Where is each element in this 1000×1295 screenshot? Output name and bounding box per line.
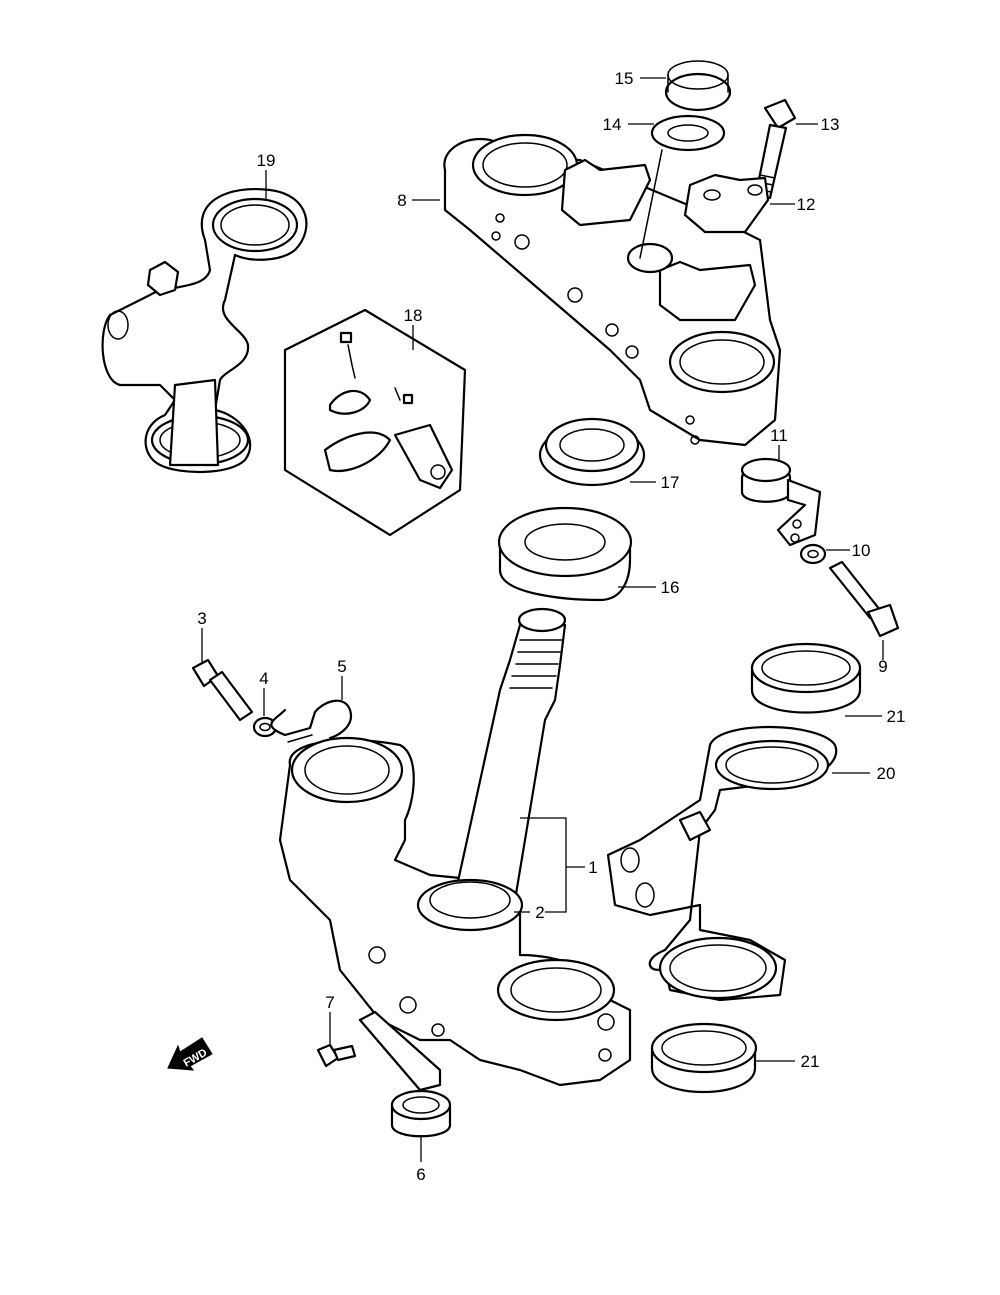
callout-15: 15	[615, 69, 634, 88]
callout-17: 17	[661, 473, 680, 492]
callout-13: 13	[821, 115, 840, 134]
part-11-guide	[740, 457, 822, 547]
part-7-bolt	[316, 1043, 357, 1068]
part-6-guide	[358, 1010, 452, 1138]
part-4-washer	[252, 716, 278, 738]
part-20-bracket	[606, 725, 838, 1002]
part-16-bearing	[497, 506, 633, 602]
callout-19: 19	[257, 151, 276, 170]
callout-20: 20	[877, 764, 896, 783]
callout-12: 12	[797, 195, 816, 214]
part-21-seal-upper	[750, 642, 862, 714]
callout-18: 18	[404, 306, 423, 325]
part-1-steering-stem	[278, 607, 632, 1087]
part-10-washer	[799, 543, 827, 565]
callout-21-lower: 21	[801, 1052, 820, 1071]
part-18-switch-kit	[283, 308, 467, 537]
part-12-holder	[683, 173, 770, 234]
part-9-bolt	[828, 560, 900, 638]
callout-3: 3	[197, 609, 206, 628]
callout-1: 1	[588, 858, 597, 877]
callout-5: 5	[337, 657, 346, 676]
part-21-seal-lower	[650, 1022, 758, 1093]
part-3-bolt	[191, 658, 254, 722]
callout-10: 10	[852, 541, 871, 560]
part-17-nut	[538, 417, 646, 487]
part-19-bracket	[101, 188, 308, 473]
callout-7: 7	[325, 993, 334, 1012]
callout-4: 4	[259, 669, 268, 688]
callout-21-upper: 21	[887, 707, 906, 726]
part-5-clip	[270, 699, 353, 743]
callout-14: 14	[603, 115, 622, 134]
leader-lines	[201, 77, 884, 1162]
callout-16: 16	[661, 578, 680, 597]
callout-8: 8	[397, 191, 406, 210]
callout-9: 9	[878, 657, 887, 676]
fwd-arrow: FWD	[167, 1037, 213, 1071]
callout-numbers: 19 18 8 15 14 13 12 11 17 10 16 3 9 5 4 …	[197, 69, 905, 1184]
callout-2: 2	[535, 903, 544, 922]
part-15-cap	[664, 60, 732, 112]
callout-11: 11	[770, 426, 788, 445]
part-14-washer	[650, 114, 726, 152]
callout-6: 6	[416, 1165, 425, 1184]
